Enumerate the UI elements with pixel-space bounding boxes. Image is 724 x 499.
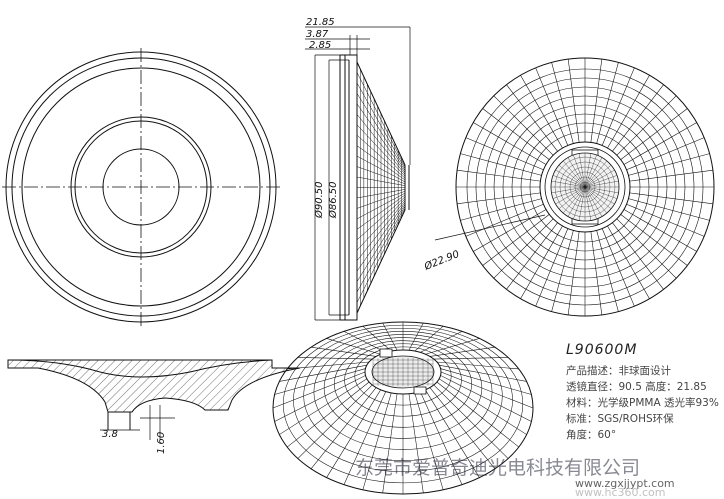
model-number: L90600M [566, 342, 638, 358]
dim-detail-width: 3.8 [102, 429, 118, 440]
dim-height-total: 21.85 [306, 17, 335, 28]
dim-step-a: 3.87 [306, 29, 329, 40]
dim-diameter-inner: Ø86.50 [327, 182, 339, 220]
watermark-company: 东莞市爱普奇迪光电科技有限公司 [355, 457, 641, 479]
spec-description: 产品描述：非球面设计 [566, 365, 671, 377]
cross-section-view [7, 359, 301, 440]
watermark-site: www.zgxjjypt.com [575, 477, 675, 490]
perspective-view [272, 321, 534, 495]
spec-dimensions: 透镜直径：90.5 高度：21.85 [566, 381, 707, 393]
dim-detail-height: 1.60 [156, 432, 167, 454]
dim-diameter-outer: Ø90.50 [313, 182, 325, 220]
watermark-hc360: www.hc360.com [575, 486, 666, 499]
mesh-back-view [434, 57, 715, 317]
spec-standard: 标准：SGS/ROHS环保 [566, 413, 674, 425]
dim-diameter-center: Ø22.90 [422, 248, 461, 273]
side-dimension-lines [305, 26, 411, 321]
spec-angle: 角度：60° [566, 429, 617, 441]
spec-material: 材料：光学级PMMA 透光率93% [566, 397, 719, 409]
side-profile-view [339, 54, 410, 321]
dim-step-b: 2.85 [309, 40, 331, 51]
front-view [2, 48, 280, 326]
